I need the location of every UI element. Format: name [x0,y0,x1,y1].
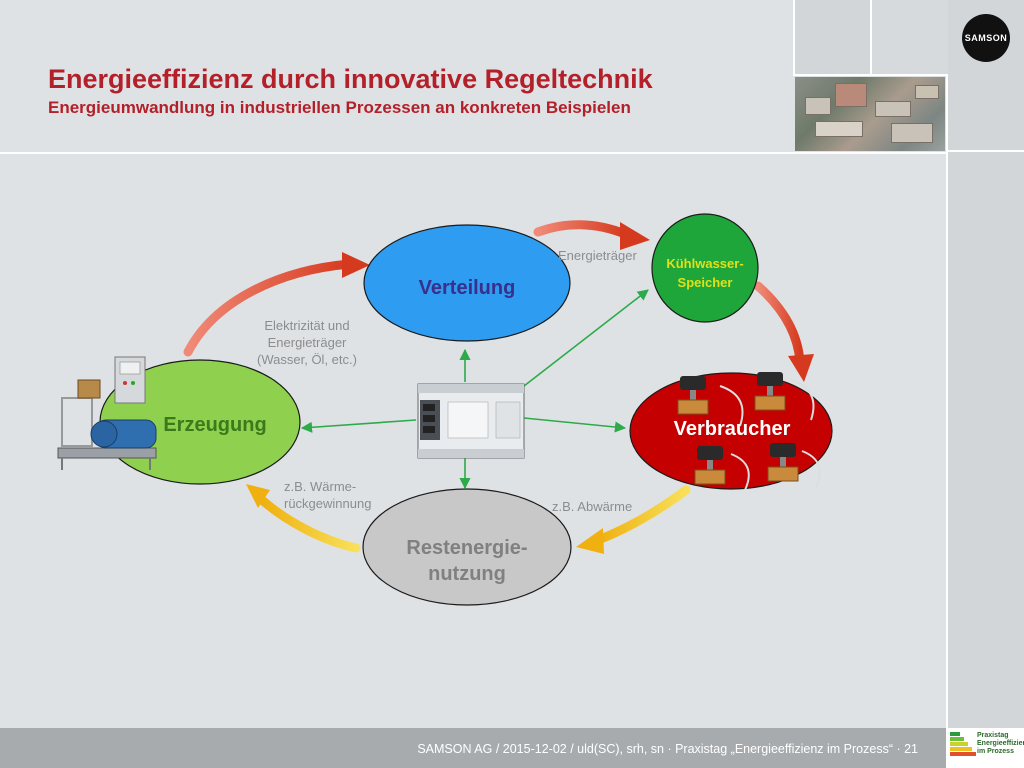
footer-text: SAMSON AG / 2015-12-02 / uld(SC), srh, s… [417,742,918,756]
arrowhead-verbraucher-to-restenergie [576,528,604,554]
annotation-waerme: z.B. Wärme- rückgewinnung [284,478,371,512]
label-kuehlwasser-line2: Speicher [677,275,733,290]
arrow-verbraucher-to-restenergie [593,485,691,545]
node-kuehlwasser [651,213,759,323]
annotation-elektrizitaet: Elektrizität und Energieträger (Wasser, … [242,317,372,368]
header-tile-1 [793,0,871,76]
connector-to-erzeugung [300,419,417,433]
label-verbraucher: Verbraucher [673,418,791,440]
node-verteilung [363,224,571,342]
annotation-elektrizitaet-line1: Elektrizität und [264,318,350,333]
controller-device [417,383,525,459]
label-verteilung: Verteilung [418,277,516,299]
header-divider [0,152,946,154]
label-erzeugung: Erzeugung [163,414,267,436]
arrowhead-verteilung-to-kuehlwasser [620,222,650,250]
arrow-erzeugung-to-verteilung [183,259,355,357]
badge-line3: im Prozess [977,748,1014,755]
connector-to-verbraucher [523,417,627,433]
annotation-waerme-line2: rückgewinnung [284,496,372,511]
annotation-elektrizitaet-line2: Energieträger [267,335,347,350]
arrow-kuehlwasser-to-verbraucher [753,281,805,367]
energy-cycle-diagram [57,213,833,606]
arrowhead-erzeugung-to-verteilung [342,252,370,278]
footer-bar: SAMSON AG / 2015-12-02 / uld(SC), srh, s… [0,728,946,768]
slide-title: Energieeffizienz durch innovative Regelt… [48,64,653,94]
annotation-elektrizitaet-line3: (Wasser, Öl, etc.) [257,352,357,367]
samson-logo: SAMSON [962,14,1010,62]
annotation-abwaerme: z.B. Abwärme [552,499,633,514]
arrowhead-restenergie-to-erzeugung [246,484,270,508]
label-restenergie: Restenergie- nutzung [387,535,547,587]
badge-text: Praxistag Energieeffizienz im Prozess [977,732,1024,756]
badge-line2: Energieeffizienz [977,740,1024,747]
header-tile-2 [870,0,948,76]
label-kuehlwasser: Kühlwasser- Speicher [652,254,758,292]
valve-illustrations [677,372,821,491]
badge-line1: Praxistag [977,732,1009,739]
energy-label-bars [950,732,976,757]
arrow-restenergie-to-erzeugung [257,495,361,553]
arrowhead-kuehlwasser-to-verbraucher [788,354,814,382]
label-restenergie-line2: nutzung [428,563,506,585]
annotation-waerme-line1: z.B. Wärme- [284,479,357,494]
arrow-verteilung-to-kuehlwasser [533,220,630,239]
slide-subtitle: Energieumwandlung in industriellen Proze… [48,98,631,117]
connector-to-kuehlwasser [523,289,649,387]
label-kuehlwasser-line1: Kühlwasser- [666,256,744,271]
label-restenergie-line1: Restenergie- [406,537,528,559]
header-tile-3 [946,76,1024,152]
header-band [0,0,946,152]
factory-photo [795,77,945,151]
pump-unit-illustration [57,356,157,470]
praxistag-badge: Praxistag Energieeffizienz im Prozess [947,728,1024,768]
annotation-energietraeger: Energieträger [558,248,637,263]
logo-text: SAMSON [964,33,1008,43]
